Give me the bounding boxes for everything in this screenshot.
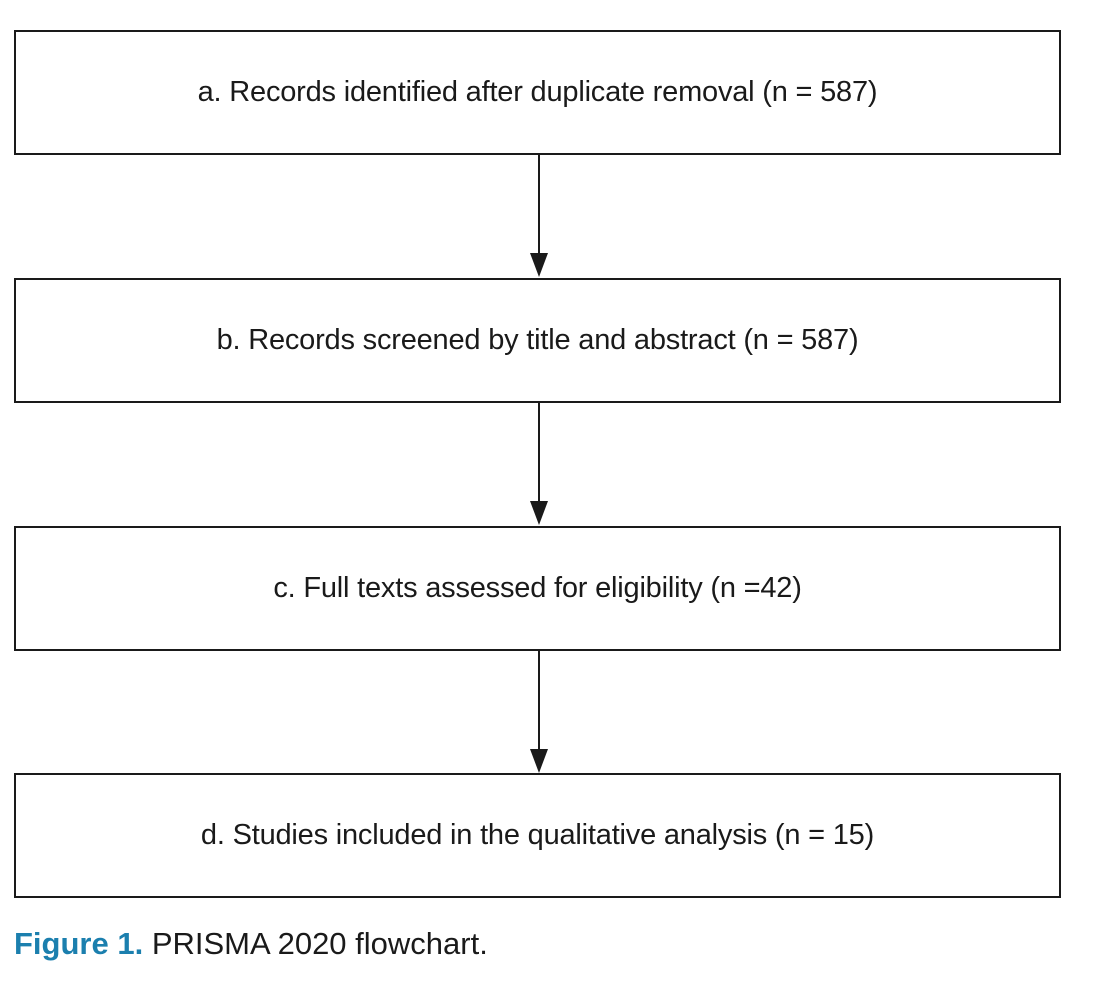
flow-step-a: a. Records identified after duplicate re…: [14, 30, 1061, 155]
flow-arrow-b-to-c: [529, 403, 549, 526]
flow-arrow-c-to-d: [529, 651, 549, 774]
arrow-down-icon: [530, 651, 548, 773]
arrow-down-icon: [530, 155, 548, 277]
flow-step-b: b. Records screened by title and abstrac…: [14, 278, 1061, 403]
flow-step-d: d. Studies included in the qualitative a…: [14, 773, 1061, 898]
figure-caption-text: PRISMA 2020 flowchart.: [151, 926, 488, 961]
figure-caption-label: Figure 1.: [14, 926, 144, 961]
flow-step-d-label: d. Studies included in the qualitative a…: [200, 819, 875, 851]
flow-step-a-label: a. Records identified after duplicate re…: [197, 76, 878, 108]
flow-arrow-a-to-b: [529, 155, 549, 278]
flow-step-c-label: c. Full texts assessed for eligibility (…: [273, 572, 802, 604]
arrow-down-icon: [530, 403, 548, 525]
flow-step-c: c. Full texts assessed for eligibility (…: [14, 526, 1061, 651]
figure-caption: Figure 1. PRISMA 2020 flowchart.: [14, 926, 488, 962]
flow-step-b-label: b. Records screened by title and abstrac…: [216, 324, 859, 356]
